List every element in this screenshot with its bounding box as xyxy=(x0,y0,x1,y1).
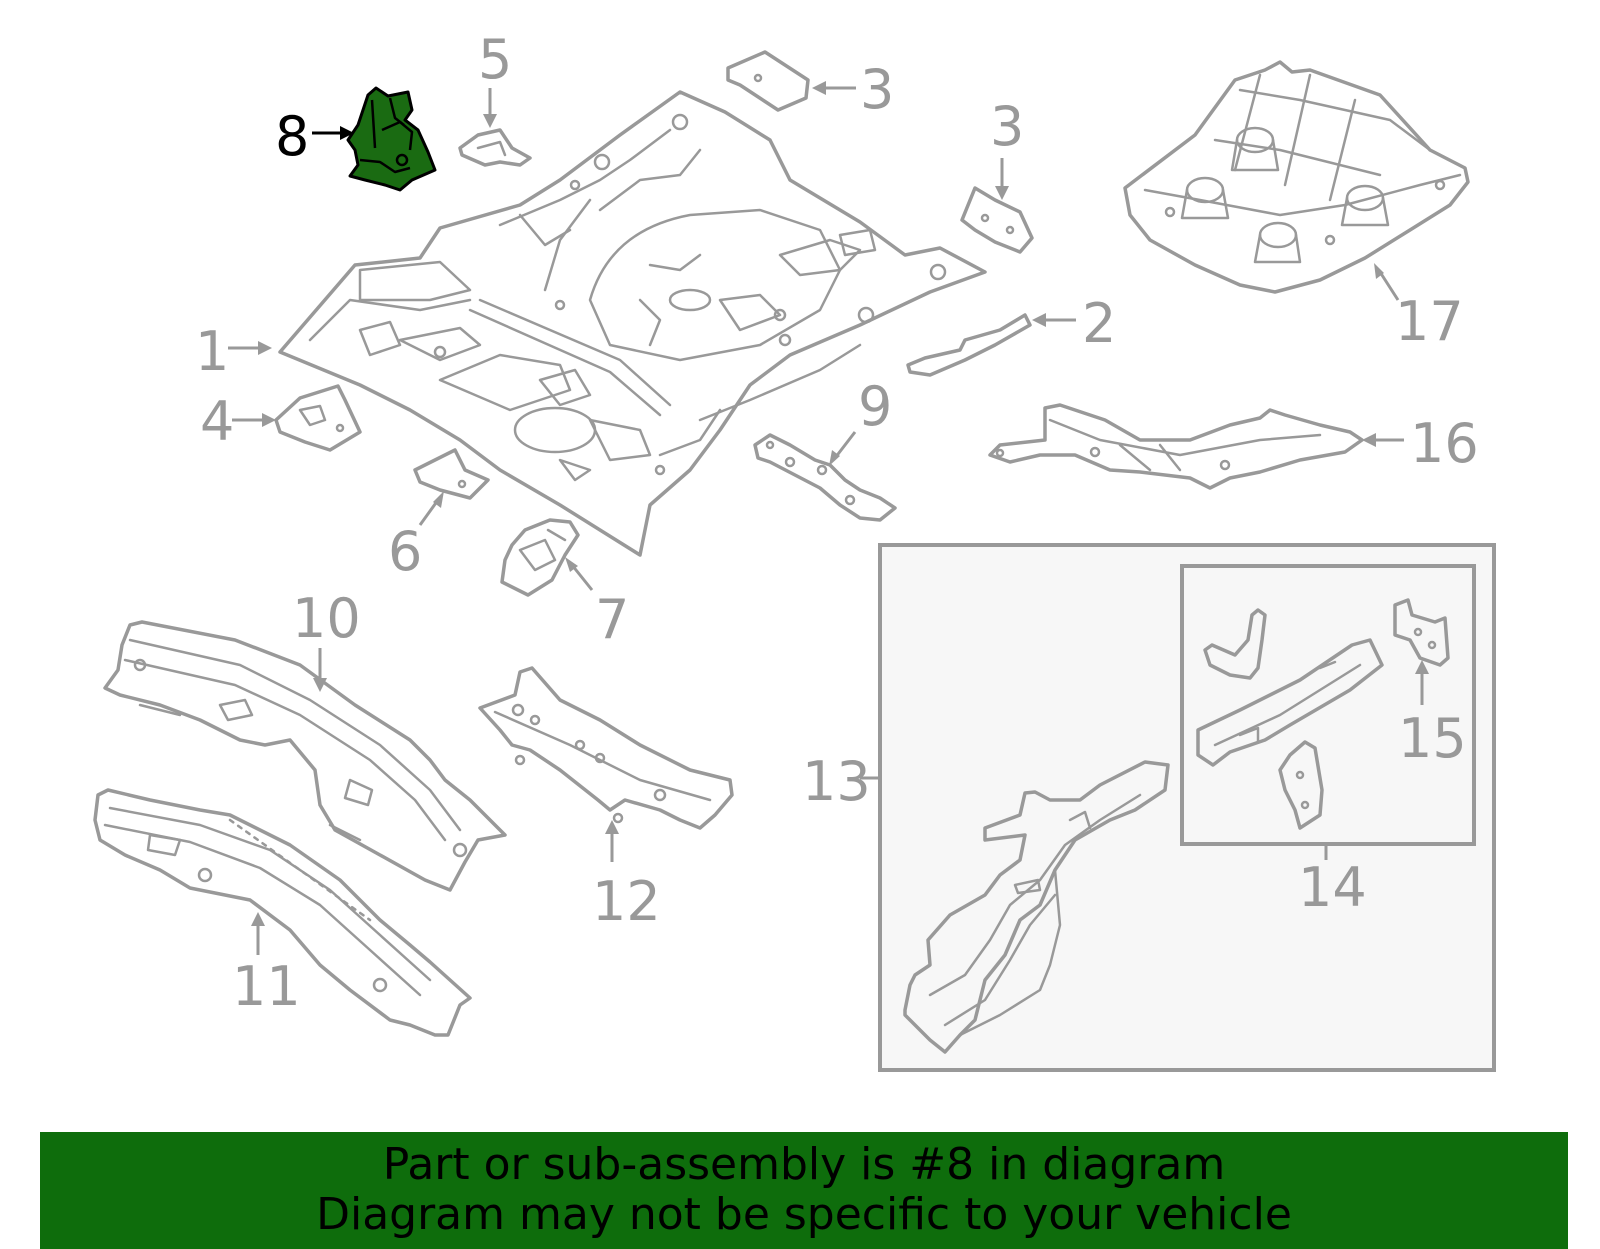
banner-line-2: Diagram may not be specific to your vehi… xyxy=(316,1189,1292,1240)
part-13-side-rail[interactable] xyxy=(903,760,1170,1054)
callout-15: 15 xyxy=(1398,660,1467,770)
banner-line-1: Part or sub-assembly is #8 in diagram xyxy=(382,1139,1226,1190)
callout-3-upper: 3 xyxy=(812,58,894,121)
svg-text:13: 13 xyxy=(802,750,871,813)
callout-16: 16 xyxy=(1362,412,1479,475)
svg-text:16: 16 xyxy=(1410,412,1479,475)
svg-text:9: 9 xyxy=(858,375,892,438)
part-4-bracket[interactable] xyxy=(274,384,362,452)
callout-13: 13 xyxy=(802,750,880,813)
svg-text:6: 6 xyxy=(388,520,422,583)
svg-text:11: 11 xyxy=(232,955,301,1018)
svg-text:5: 5 xyxy=(478,28,512,91)
part-17-spare-tire-tub[interactable] xyxy=(1123,60,1470,294)
svg-text:2: 2 xyxy=(1082,292,1116,355)
svg-text:3: 3 xyxy=(990,95,1024,158)
svg-text:4: 4 xyxy=(200,390,234,453)
group-box-13 xyxy=(878,543,1496,1072)
part-14-bracket[interactable] xyxy=(1278,740,1324,830)
part-9-brace[interactable] xyxy=(753,433,897,522)
svg-text:15: 15 xyxy=(1398,707,1467,770)
svg-text:8: 8 xyxy=(275,105,309,168)
part-16-crossmember[interactable] xyxy=(988,403,1364,490)
callout-12: 12 xyxy=(592,820,661,933)
part-14-extension[interactable] xyxy=(1196,638,1384,767)
callout-10: 10 xyxy=(292,587,361,692)
svg-text:7: 7 xyxy=(595,588,629,651)
parts-diagram: 1 2 3 3 4 xyxy=(93,28,1496,1072)
part-8-highlighted[interactable] xyxy=(346,86,437,192)
callout-2: 2 xyxy=(1032,292,1116,355)
part-12-crossmember[interactable] xyxy=(478,666,734,830)
svg-text:3: 3 xyxy=(860,58,894,121)
svg-text:1: 1 xyxy=(195,320,229,383)
part-5-bracket[interactable] xyxy=(458,128,532,167)
part-3-plate-upper[interactable] xyxy=(726,50,810,112)
callout-17: 17 xyxy=(1374,263,1464,353)
callout-6: 6 xyxy=(388,491,444,583)
callout-9: 9 xyxy=(829,375,892,466)
part-2-brace[interactable] xyxy=(906,313,1032,377)
group-box-14 xyxy=(1180,564,1476,846)
part-10-crossmember[interactable] xyxy=(103,620,507,892)
svg-text:12: 12 xyxy=(592,870,661,933)
part-15-bracket[interactable] xyxy=(1393,598,1450,667)
part-14-pipe[interactable] xyxy=(1203,608,1267,680)
part-7-mount[interactable] xyxy=(500,518,580,597)
part-11-rail[interactable] xyxy=(93,788,472,1037)
svg-text:17: 17 xyxy=(1395,290,1464,353)
callout-4: 4 xyxy=(200,390,276,453)
callout-3-lower: 3 xyxy=(990,95,1024,200)
part-6-bracket[interactable] xyxy=(413,448,490,500)
info-banner: Part or sub-assembly is #8 in diagram Di… xyxy=(40,1132,1568,1249)
svg-text:10: 10 xyxy=(292,587,361,650)
svg-text:14: 14 xyxy=(1298,856,1367,919)
callout-7: 7 xyxy=(565,557,629,651)
callout-8: 8 xyxy=(275,105,354,168)
callout-5: 5 xyxy=(478,28,512,128)
callout-11: 11 xyxy=(232,912,301,1018)
part-3-bracket[interactable] xyxy=(960,186,1034,254)
callout-1: 1 xyxy=(195,320,272,383)
callout-14: 14 xyxy=(1298,846,1367,919)
part-1-rear-floor-pan[interactable] xyxy=(278,90,987,557)
